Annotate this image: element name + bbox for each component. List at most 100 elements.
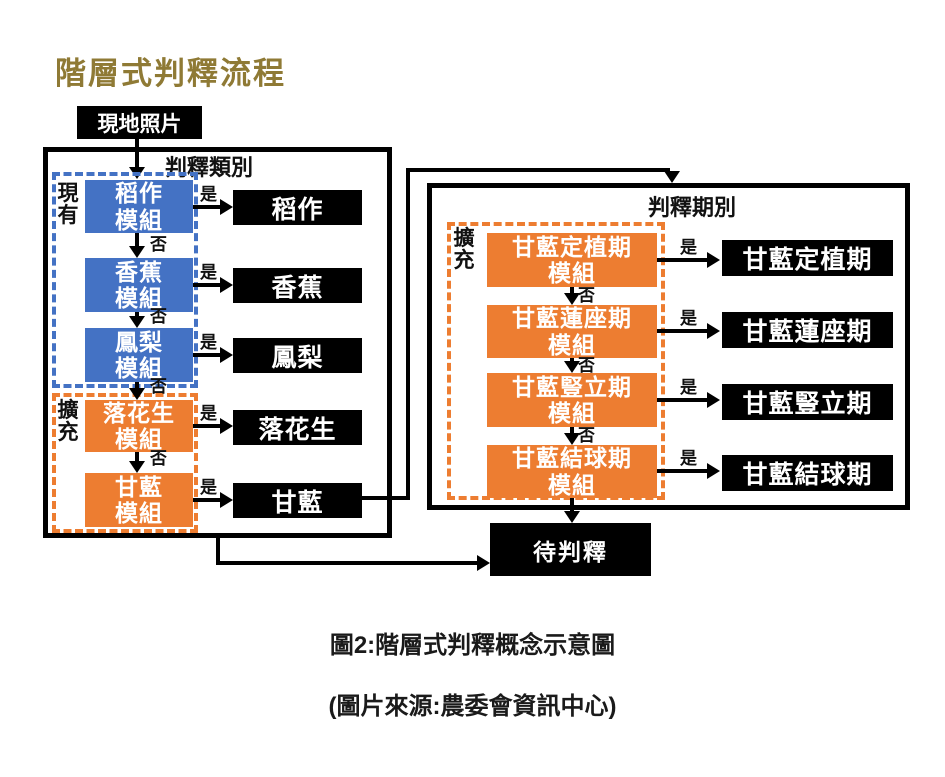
module-peanut-line1: 落花生 <box>103 399 175 426</box>
panel-period <box>427 183 910 510</box>
module-rice-line1: 稻作 <box>115 180 163 207</box>
output-rice: 稻作 <box>233 190 362 225</box>
arrow-peanut-out-line <box>193 424 220 428</box>
expansion-group-right-frame <box>447 222 665 500</box>
figure-caption: 圖2:階層式判釋概念示意圖 <box>329 632 616 659</box>
module-banana-line2: 模組 <box>115 285 163 311</box>
output-pineapple: 鳳梨 <box>233 338 362 373</box>
arrow-pineapple-out-line <box>193 353 220 357</box>
module-cabbage-line2: 模組 <box>115 500 163 526</box>
arrow-rice-banana-line <box>135 233 139 246</box>
arrow-rosette-out-line <box>657 329 707 333</box>
no-label-2: 否 <box>150 307 167 326</box>
arrow-banana-out-line <box>193 283 220 287</box>
page-title: 階層式判釋流程 <box>55 56 286 91</box>
arrow-standing-out-head <box>707 392 720 408</box>
arrow-standing-heading-head <box>564 433 580 445</box>
no-label-1: 否 <box>150 235 167 254</box>
arrow-source-down-line <box>135 139 139 168</box>
existing-group-label: 現有 <box>57 182 79 227</box>
connector-category-right <box>216 561 478 565</box>
arrow-banana-out-head <box>220 277 233 293</box>
no-label-4: 否 <box>150 449 167 468</box>
module-cabbage-standing-line2: 模組 <box>548 400 596 426</box>
module-rice: 稻作 模組 <box>85 180 193 233</box>
connector-cabbage-head <box>664 171 680 183</box>
module-cabbage-planting-line1: 甘藍定植期 <box>512 233 632 260</box>
module-peanut-line2: 模組 <box>115 426 163 452</box>
output-cabbage-rosette: 甘藍蓮座期 <box>722 312 893 348</box>
existing-group-frame <box>52 172 198 388</box>
arrow-heading-pending-head <box>564 511 580 523</box>
yes-label-8: 是 <box>680 378 697 397</box>
panel-period-label: 判釋期別 <box>648 195 737 220</box>
yes-label-3: 是 <box>200 333 217 352</box>
output-banana: 香蕉 <box>233 268 362 303</box>
connector-cabbage-top <box>406 168 670 172</box>
module-cabbage: 甘藍 模組 <box>85 473 193 527</box>
no-label-5: 否 <box>578 286 595 305</box>
arrow-heading-pending-line <box>570 498 574 511</box>
arrow-pineapple-peanut-head <box>129 388 145 400</box>
module-pineapple-line2: 模組 <box>115 355 163 381</box>
arrow-heading-out-line <box>657 469 707 473</box>
yes-label-5: 是 <box>200 478 217 497</box>
connector-category-head <box>477 555 490 571</box>
no-label-6: 否 <box>578 356 595 375</box>
arrow-heading-out-head <box>707 463 720 479</box>
yes-label-7: 是 <box>680 309 697 328</box>
module-cabbage-rosette: 甘藍蓮座期 模組 <box>487 305 657 358</box>
connector-cabbage-up <box>406 168 410 500</box>
module-cabbage-rosette-line2: 模組 <box>548 331 596 358</box>
module-cabbage-heading-line1: 甘藍結球期 <box>512 445 632 472</box>
expansion-group-left-label: 擴充 <box>57 399 79 444</box>
arrow-pineapple-out-head <box>220 347 233 363</box>
arrow-rosette-out-head <box>707 323 720 339</box>
module-cabbage-heading-line2: 模組 <box>548 471 596 498</box>
output-cabbage-planting: 甘藍定植期 <box>722 240 893 276</box>
connector-cabbage-right <box>362 496 410 500</box>
figure-source-caption: (圖片來源:農委會資訊中心) <box>328 693 617 720</box>
connector-category-down <box>216 538 220 565</box>
expansion-group-right-label: 擴充 <box>453 227 475 272</box>
arrow-banana-pineapple-head <box>129 316 145 328</box>
output-cabbage-standing: 甘藍豎立期 <box>722 384 893 420</box>
module-cabbage-line1: 甘藍 <box>115 473 163 500</box>
module-cabbage-planting-line2: 模組 <box>548 260 596 286</box>
module-cabbage-rosette-line1: 甘藍蓮座期 <box>512 305 632 332</box>
arrow-planting-out-line <box>657 258 707 262</box>
module-peanut: 落花生 模組 <box>85 400 193 452</box>
arrow-rice-banana-head <box>129 246 145 258</box>
arrow-planting-out-head <box>707 252 720 268</box>
arrow-rice-out-line <box>193 205 220 209</box>
arrow-rosette-standing-head <box>564 361 580 373</box>
arrow-rice-out-head <box>220 199 233 215</box>
arrow-planting-rosette-head <box>564 293 580 305</box>
yes-label-6: 是 <box>680 238 697 257</box>
arrow-planting-rosette-line <box>570 287 574 293</box>
yes-label-9: 是 <box>680 449 697 468</box>
module-cabbage-heading: 甘藍結球期 模組 <box>487 445 657 498</box>
arrow-peanut-out-head <box>220 418 233 434</box>
module-cabbage-standing-line1: 甘藍豎立期 <box>512 373 632 400</box>
arrow-cabbage-out-head <box>220 492 233 508</box>
arrow-rosette-standing-line <box>570 358 574 361</box>
module-pineapple-line1: 鳳梨 <box>115 328 163 355</box>
arrow-standing-heading-line <box>570 427 574 433</box>
panel-category <box>43 147 392 538</box>
arrow-pineapple-peanut-line <box>135 382 139 388</box>
source-photo-box: 現地照片 <box>77 106 202 139</box>
module-pineapple: 鳳梨 模組 <box>85 328 193 382</box>
output-cabbage-heading: 甘藍結球期 <box>722 455 893 491</box>
module-cabbage-standing: 甘藍豎立期 模組 <box>487 373 657 427</box>
no-label-3: 否 <box>150 377 167 396</box>
arrow-cabbage-out-line <box>193 498 220 502</box>
arrow-peanut-cabbage-line <box>135 452 139 461</box>
arrow-standing-out-line <box>657 398 707 402</box>
output-cabbage: 甘藍 <box>233 483 362 518</box>
expansion-group-left-frame <box>52 393 198 533</box>
arrow-banana-pineapple-line <box>135 312 139 316</box>
arrow-peanut-cabbage-head <box>129 461 145 473</box>
no-label-7: 否 <box>578 426 595 445</box>
